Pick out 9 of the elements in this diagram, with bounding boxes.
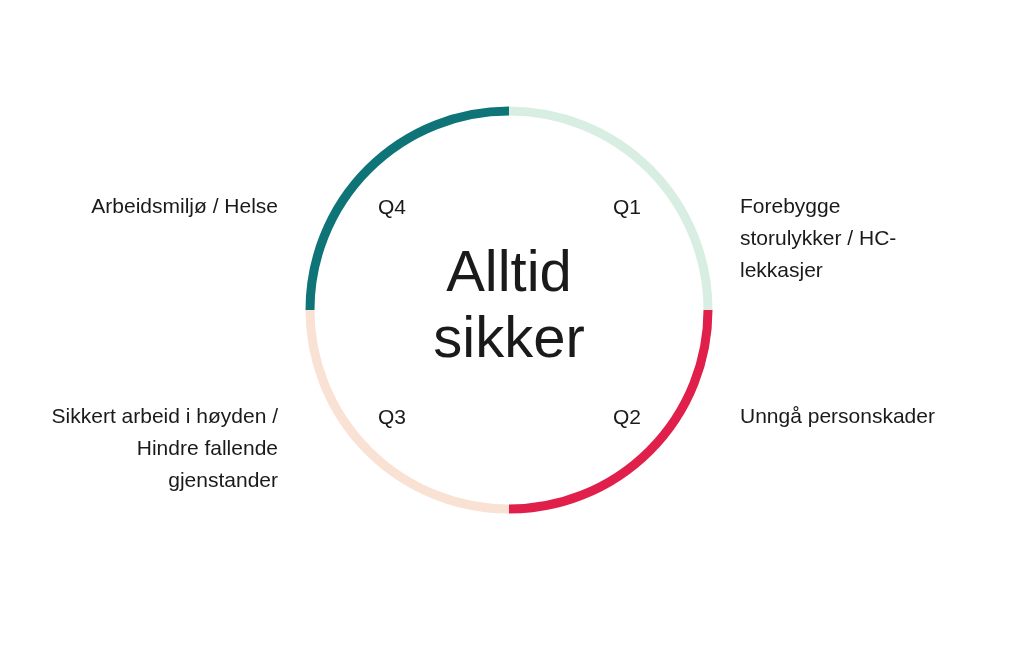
quadrant-label: Q1 — [613, 195, 641, 219]
quadrant-label: Q2 — [613, 405, 641, 429]
quadrant-description: Sikkert arbeid i høyden / Hindre fallende gjenstander — [50, 403, 278, 493]
quadrant-description: Arbeidsmiljø / Helse — [90, 193, 278, 219]
quadrant-description: Forebygge storulykker / HC-lekkasjer — [740, 193, 898, 283]
quadrant-label: Q4 — [378, 195, 406, 219]
quadrant-label: Q3 — [378, 405, 406, 429]
center-title: Alltid sikker — [432, 238, 586, 370]
quadrant-description: Unngå personskader — [740, 403, 936, 429]
